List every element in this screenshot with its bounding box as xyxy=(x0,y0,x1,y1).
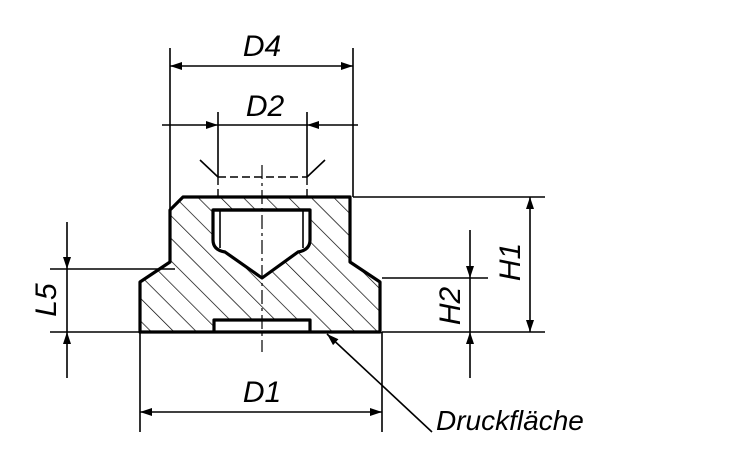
leader-druckflaeche: Druckfläche xyxy=(326,333,584,436)
label-d2: D2 xyxy=(246,90,285,123)
dimension-h2: H2 xyxy=(382,230,545,378)
label-d4: D4 xyxy=(243,30,281,63)
hidden-screw xyxy=(199,159,326,197)
dimension-h1: H1 xyxy=(353,196,545,332)
dimension-d4: D4 xyxy=(169,30,354,210)
label-h1: H1 xyxy=(494,243,527,281)
label-h2: H2 xyxy=(434,287,467,326)
label-d1: D1 xyxy=(243,376,281,409)
label-l5: L5 xyxy=(30,283,63,317)
dimension-d2: D2 xyxy=(162,90,358,177)
label-druckflaeche: Druckfläche xyxy=(436,405,584,436)
section-hatch-area xyxy=(140,197,380,332)
part-outline xyxy=(138,195,382,334)
part-section xyxy=(138,195,382,334)
thread-bore xyxy=(211,208,312,280)
dimension-d1: D1 xyxy=(139,332,383,432)
dimension-l5: L5 xyxy=(30,222,175,378)
